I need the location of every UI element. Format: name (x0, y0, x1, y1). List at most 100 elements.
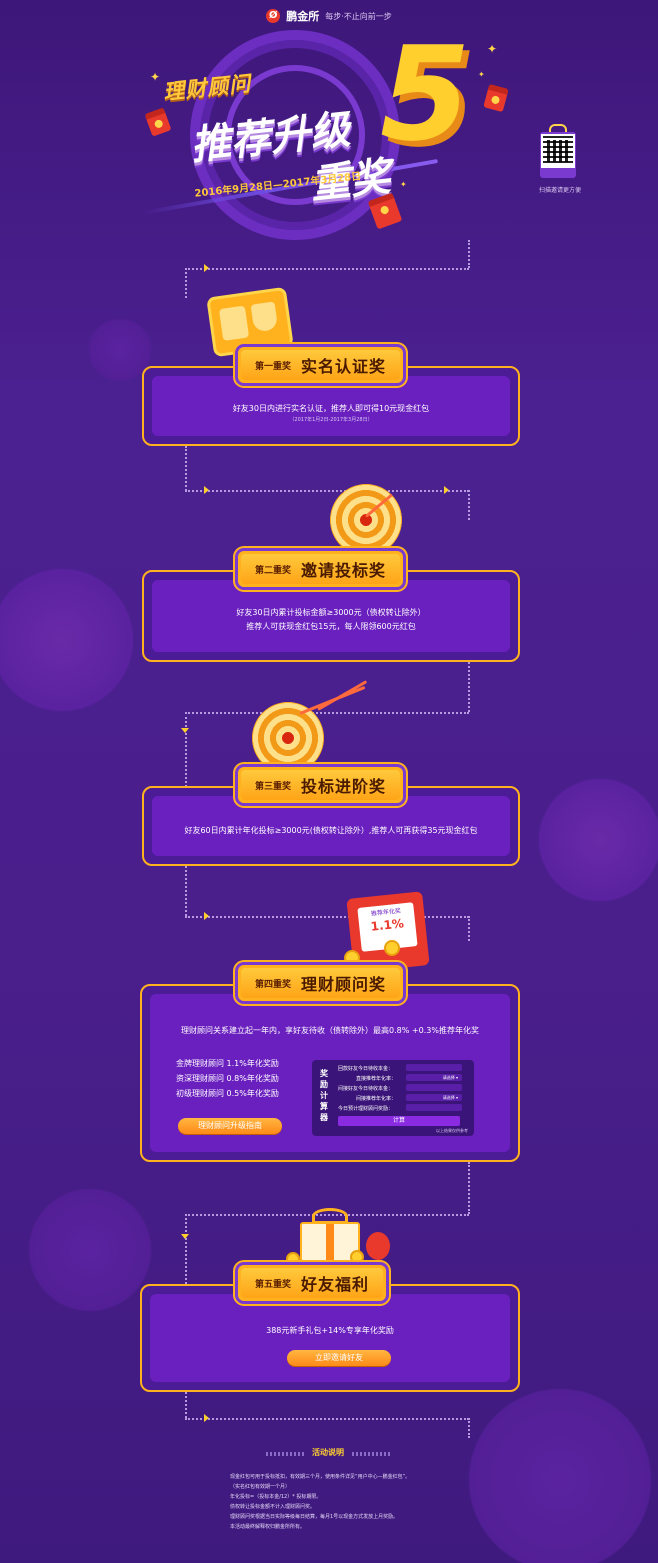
calc-select[interactable]: 请选择 ▾ (406, 1074, 462, 1081)
gift-bow-icon (312, 1208, 348, 1224)
coin-icon (350, 1250, 364, 1264)
coin-icon (384, 940, 400, 956)
calculator-title: 奖励计算器 (320, 1069, 328, 1122)
dotted-connector (185, 490, 469, 492)
reward-1-note: （2017年1月2日-2017年3月28日） (289, 417, 373, 423)
dotted-connector (185, 712, 187, 787)
notes-line: （实名红包有效期一个月） (230, 1484, 291, 1490)
arrow-icon (204, 1414, 209, 1422)
reward-5-level: 第五重奖 (255, 1279, 292, 1290)
red-bag-icon (366, 1232, 390, 1260)
hero-ring-decoration (190, 30, 400, 240)
arrow-icon (204, 912, 209, 920)
dotted-connector (468, 1418, 470, 1438)
arrow-icon (204, 264, 209, 272)
dotted-connector (185, 1392, 187, 1418)
notes-line: 理财顾问奖根据当日实际等级每日结算，每月1号以现金方式发放上月奖励。 (230, 1514, 399, 1520)
reward-1-name: 实名认证奖 (301, 357, 387, 376)
hero-number: 5 (380, 18, 471, 170)
notes-title: 活动说明 (312, 1448, 344, 1457)
dotted-connector (185, 268, 469, 270)
logo-text[interactable]: 鹏金所 (286, 10, 320, 23)
notes-divider-right (352, 1452, 392, 1456)
dotted-connector (185, 1418, 469, 1420)
calc-row-label: 回款好友今日待收本金： (338, 1066, 394, 1072)
reward-3-description: 好友60日内累计年化投标≥3000元(债权转让除外）,推荐人可再获得35元现金红… (184, 826, 478, 835)
calculator-rows: 回款好友今日待收本金： 直接推荐年化率： 请选择 ▾ 间接好友今日待收本金： 间接… (338, 1064, 462, 1114)
dotted-connector (468, 490, 470, 520)
hero-banner: 5 理财顾问 推荐升级 重奖 2016年9月28日—2017年3月28日 (100, 18, 570, 240)
logo-icon: Ø (266, 9, 281, 23)
reward-2-title: 第二重奖 邀请投标奖 (238, 551, 404, 587)
dotted-connector (185, 712, 469, 714)
arrow-icon (181, 1234, 189, 1239)
notes-line: 年化投标=（投标本金/12）* 投标期限。 (230, 1494, 322, 1500)
reward-1-title: 第一重奖 实名认证奖 (238, 347, 404, 383)
dotted-connector (185, 446, 187, 491)
tier-junior: 初级理财顾问 0.5%年化奖励 (176, 1089, 279, 1098)
calc-row-label: 间接推荐年化率： (356, 1096, 397, 1102)
reward-3-name: 投标进阶奖 (301, 777, 387, 796)
arrow-icon (204, 486, 209, 494)
notes-line: 债权转让投标金额不计入理财顾问奖。 (230, 1504, 316, 1510)
calc-row-label: 间接好友今日待收本金： (338, 1086, 394, 1092)
qr-code-icon[interactable] (541, 134, 575, 168)
dotted-connector (185, 268, 187, 298)
dotted-connector (468, 662, 470, 712)
reward-2-name: 邀请投标奖 (301, 561, 387, 580)
reward-5-title: 第五重奖 好友福利 (238, 1265, 387, 1301)
reward-1-level: 第一重奖 (255, 361, 292, 372)
top-bar: Ø 鹏金所 每步·不止向前一步 (0, 8, 658, 24)
calc-input[interactable] (406, 1084, 462, 1091)
sparkle-icon: ✦ (150, 70, 161, 84)
reward-4-tier-list: 金牌理财顾问 1.1%年化奖励 资深理财顾问 0.8%年化奖励 初级理财顾问 0… (176, 1056, 279, 1101)
dotted-connector (468, 240, 470, 268)
calc-note: 以上结果仅供参考 (436, 1128, 468, 1133)
reward-5-description: 388元新手礼包+14%专享年化奖励 (266, 1326, 394, 1335)
slogan: 每步·不止向前一步 (325, 11, 392, 21)
envelope-rate: 1.1% (369, 916, 405, 934)
calc-input[interactable] (406, 1064, 462, 1071)
notes-divider-left (266, 1452, 306, 1456)
reward-4-description: 理财顾问关系建立起一年内，享好友待收（债转除外）最高0.8% +0.3%推荐年化… (181, 1026, 479, 1035)
notes-list: 现金红包可用于投标抵扣，有效期三个月，使用条件详见“用户中心—鹏金红包”。 （实… (230, 1472, 470, 1532)
reward-card-4: 理财顾问关系建立起一年内，享好友待收（债转除外）最高0.8% +0.3%推荐年化… (140, 984, 520, 1162)
calc-row-label: 今日预计理财顾问奖励： (338, 1106, 394, 1112)
reward-4-title: 第四重奖 理财顾问奖 (238, 965, 404, 1001)
reward-2-level: 第二重奖 (255, 565, 292, 576)
upgrade-guide-button[interactable]: 理财顾问升级指南 (178, 1118, 282, 1134)
notes-line: 现金红包可用于投标抵扣，有效期三个月，使用条件详见“用户中心—鹏金红包”。 (230, 1474, 411, 1480)
calc-button[interactable]: 计算 (338, 1116, 460, 1126)
coin-icon (344, 950, 360, 966)
calc-select[interactable]: 请选择 ▾ (406, 1094, 462, 1101)
dotted-connector (468, 916, 470, 941)
target-illustration (252, 702, 324, 774)
reward-card-2: 好友30日内累计投标金额≥3000元（债权转让除外） 推荐人可获现金红包15元，… (142, 570, 520, 662)
sparkle-icon: ✦ (400, 180, 407, 189)
dotted-connector (468, 1162, 470, 1214)
reward-1-description: 好友30日内进行实名认证，推荐人即可得10元现金红包 (232, 404, 430, 413)
calc-result (406, 1104, 462, 1111)
sparkle-icon: ✦ (487, 42, 498, 56)
reward-3-title: 第三重奖 投标进阶奖 (238, 767, 404, 803)
hero-ring-decoration-inner (225, 65, 365, 205)
reward-4-name: 理财顾问奖 (301, 975, 387, 994)
reward-2-description-line2: 推荐人可获现金红包15元，每人限领600元红包 (246, 622, 416, 631)
dotted-connector (185, 916, 469, 918)
reward-2-description-line1: 好友30日内累计投标金额≥3000元（债权转让除外） (236, 608, 426, 617)
reward-3-level: 第三重奖 (255, 781, 292, 792)
tier-gold: 金牌理财顾问 1.1%年化奖励 (176, 1059, 279, 1068)
invite-friends-button[interactable]: 立即邀请好友 (287, 1350, 391, 1366)
qr-caption: 扫描邀请更方便 (538, 187, 581, 194)
reward-card-5: 388元新手礼包+14%专享年化奖励 立即邀请好友 (140, 1284, 520, 1392)
reward-5-name: 好友福利 (301, 1275, 370, 1294)
calc-row-label: 直接推荐年化率： (356, 1076, 397, 1082)
sparkle-icon: ✦ (478, 70, 485, 79)
tier-senior: 资深理财顾问 0.8%年化奖励 (176, 1074, 279, 1083)
qr-code-frame (540, 132, 576, 178)
arrow-icon (444, 486, 449, 494)
arrow-icon (181, 728, 189, 733)
dotted-connector (185, 1214, 187, 1284)
notes-line: 本活动最终解释权归鹏金所所有。 (230, 1524, 306, 1530)
dotted-connector (185, 866, 187, 916)
